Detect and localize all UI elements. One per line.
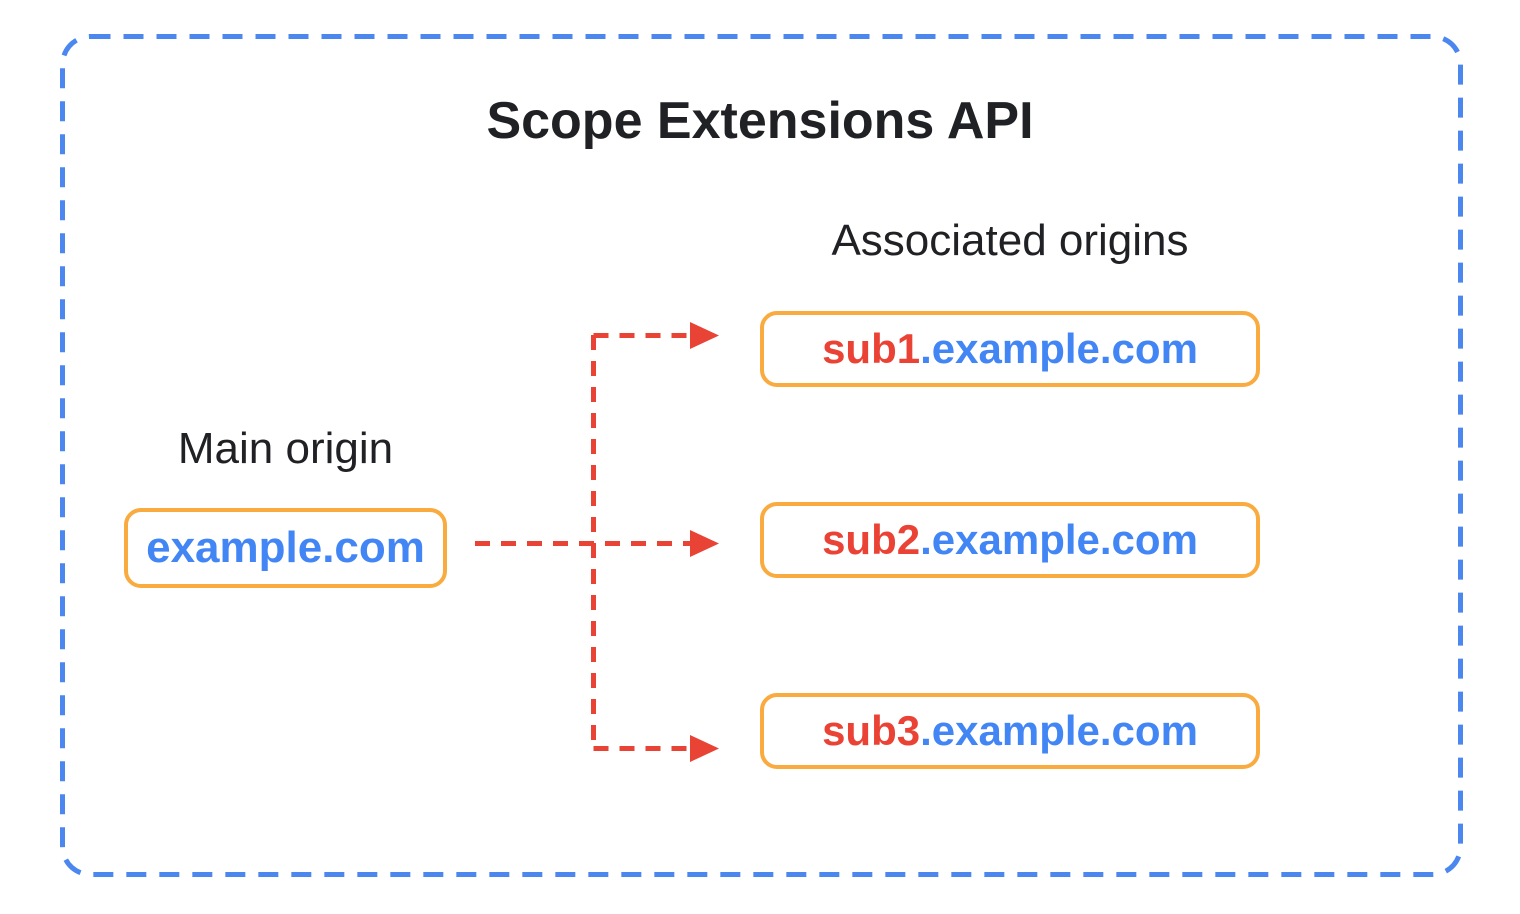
sub3-suffix: .example.com xyxy=(920,707,1198,754)
dashed-frame-border xyxy=(60,34,1463,877)
arrowhead-sub3-icon xyxy=(690,735,719,762)
associated-origins-label: Associated origins xyxy=(831,216,1189,265)
diagram-title: Scope Extensions API xyxy=(486,92,1034,150)
arrowhead-sub2-icon xyxy=(690,530,719,557)
sub3-prefix: sub3 xyxy=(822,707,921,754)
associated-origin-box-sub1: sub1.example.com xyxy=(760,311,1260,387)
main-origin-domain: example.com xyxy=(146,523,425,572)
associated-origin-box-sub2: sub2.example.com xyxy=(760,502,1260,578)
associated-origin-box-sub3: sub3.example.com xyxy=(760,693,1260,769)
sub2-suffix: .example.com xyxy=(920,516,1198,563)
sub2-prefix: sub2 xyxy=(822,516,921,563)
sub1-suffix: .example.com xyxy=(920,325,1198,372)
sub1-prefix: sub1 xyxy=(822,325,921,372)
main-origin-box: example.com xyxy=(124,508,447,588)
main-origin-label: Main origin xyxy=(177,424,394,473)
arrowhead-sub1-icon xyxy=(690,322,719,349)
